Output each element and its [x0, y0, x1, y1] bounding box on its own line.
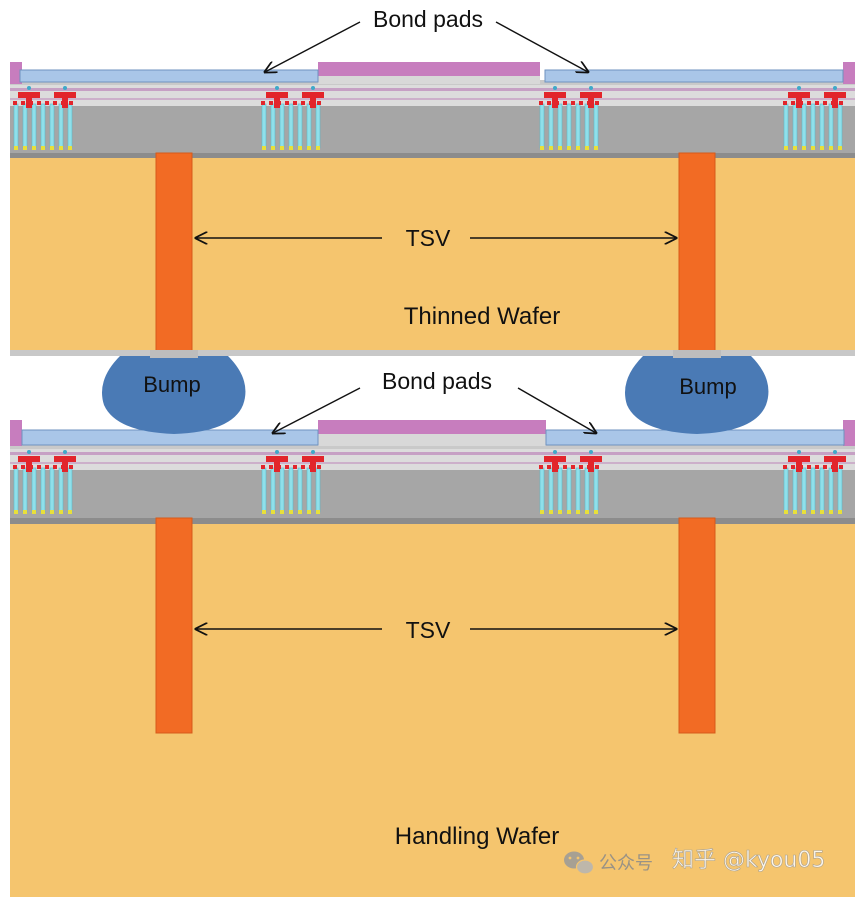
watermark-left-text: 公众号	[599, 853, 653, 874]
bottom-cluster-1	[13, 450, 76, 514]
top-cluster-4	[783, 86, 846, 150]
handling-wafer-label: Handling Wafer	[395, 823, 560, 850]
bump-left: Bump	[102, 350, 246, 434]
bottom-device-layer	[10, 420, 855, 524]
bottom-bond-pads-arrow-right	[517, 387, 596, 433]
bottom-cluster-3	[539, 450, 602, 514]
wechat-icon	[564, 851, 595, 875]
bottom-cluster-2	[261, 450, 324, 514]
bottom-interconnect-clusters	[13, 450, 846, 514]
top-device-layer	[10, 62, 855, 158]
top-bond-pads-arrow-left	[265, 21, 361, 72]
bottom-tsv-label: TSV	[406, 617, 451, 643]
bottom-tsv-right	[678, 517, 716, 734]
bump-right: Bump	[625, 350, 769, 434]
top-bond-pad-right	[544, 69, 844, 83]
bump-left-label: Bump	[143, 372, 200, 397]
bottom-cluster-4	[783, 450, 846, 514]
top-cluster-1	[13, 86, 76, 150]
top-tsv-right	[678, 152, 716, 360]
watermark: 公众号 知乎 @kyou05	[564, 848, 826, 875]
bottom-tsv-left	[155, 517, 193, 734]
thinned-wafer-label: Thinned Wafer	[404, 303, 561, 330]
handling-wafer-stack	[10, 420, 855, 897]
thinned-wafer-stack	[10, 62, 855, 360]
top-tsv-left	[155, 152, 193, 360]
top-bond-pads-label: Bond pads	[373, 6, 483, 32]
watermark-right-text: 知乎 @kyou05	[672, 848, 825, 873]
top-cluster-3	[539, 86, 602, 150]
top-cluster-2	[261, 86, 324, 150]
bottom-bond-pads-label: Bond pads	[382, 368, 492, 394]
top-bond-pad-left	[19, 69, 319, 83]
top-tsv-label: TSV	[406, 225, 451, 251]
bottom-bond-pads-arrow-left	[273, 387, 361, 433]
top-interconnect-clusters	[13, 86, 846, 150]
bump-right-label: Bump	[679, 374, 736, 399]
top-bond-pads-arrow-right	[495, 21, 588, 72]
thinned-wafer-backside-film	[10, 350, 855, 356]
